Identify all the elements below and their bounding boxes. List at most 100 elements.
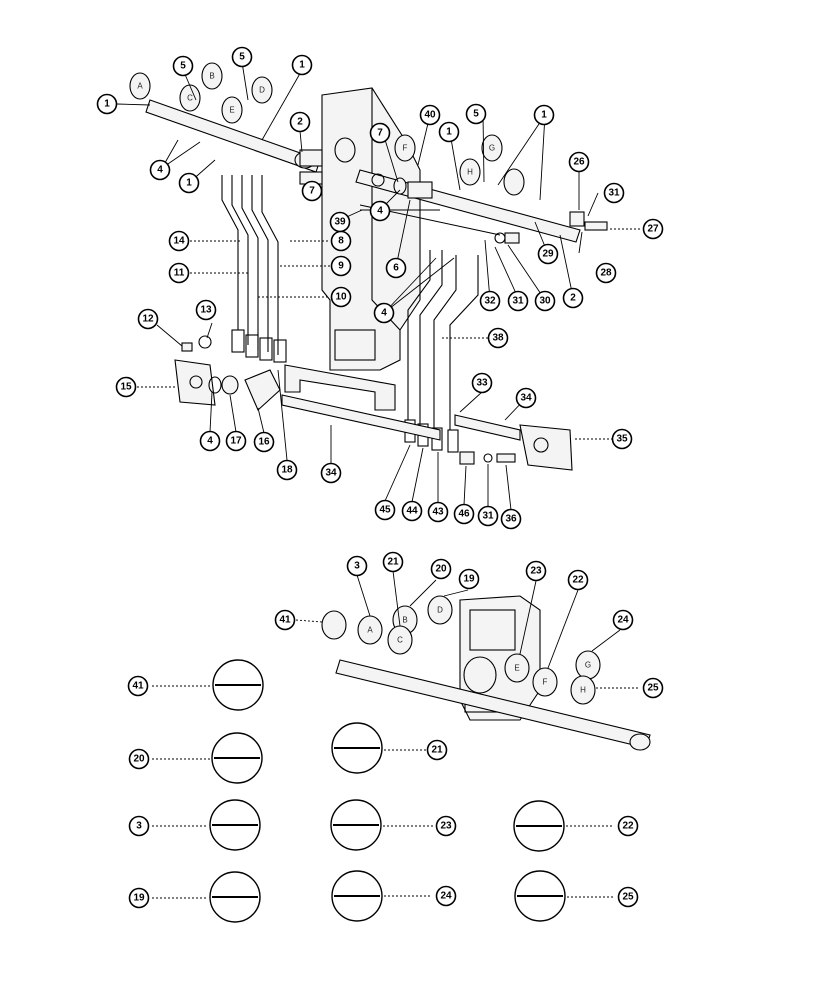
callout-39: 39: [329, 211, 351, 233]
svg-text:43: 43: [432, 507, 444, 518]
svg-text:4: 4: [207, 436, 213, 447]
svg-text:13: 13: [200, 305, 212, 316]
svg-text:19: 19: [463, 574, 475, 585]
callout-4: 4: [373, 302, 395, 324]
svg-text:23: 23: [440, 821, 452, 832]
callout-7: 7: [301, 180, 323, 202]
callout-31: 31: [507, 290, 529, 312]
svg-text:23: 23: [530, 566, 542, 577]
svg-text:4: 4: [157, 165, 163, 176]
svg-text:12: 12: [142, 314, 154, 325]
svg-text:45: 45: [379, 505, 391, 516]
decal-19: [152, 871, 261, 923]
callout-7: 7: [369, 122, 391, 144]
callout-3: 3: [346, 555, 368, 577]
callout-19: 19: [128, 887, 150, 909]
svg-text:1: 1: [446, 127, 452, 138]
knob-letter: E: [514, 664, 519, 673]
knob-letter: A: [137, 82, 143, 91]
svg-text:19: 19: [133, 893, 145, 904]
callout-2: 2: [562, 287, 584, 309]
callout-11: 11: [168, 262, 190, 284]
svg-text:1: 1: [299, 60, 305, 71]
svg-text:30: 30: [539, 296, 551, 307]
decal-3: [152, 799, 261, 851]
decal-41: [152, 659, 264, 711]
knob-letter: H: [467, 168, 473, 177]
callout-1: 1: [178, 172, 200, 194]
callout-20: 20: [430, 558, 452, 580]
svg-text:7: 7: [309, 186, 315, 197]
svg-text:17: 17: [230, 436, 242, 447]
svg-text:31: 31: [512, 296, 524, 307]
svg-text:29: 29: [542, 249, 554, 260]
svg-text:3: 3: [354, 561, 360, 572]
callout-36: 36: [500, 508, 522, 530]
decal-25: [514, 870, 614, 922]
callout-22: 22: [617, 815, 639, 837]
svg-text:5: 5: [239, 52, 245, 63]
callout-28: 28: [595, 262, 617, 284]
callout-19: 19: [458, 568, 480, 590]
callout-27: 27: [642, 218, 664, 240]
callout-40: 40: [419, 104, 441, 126]
callout-24: 24: [612, 609, 634, 631]
callout-31: 31: [477, 505, 499, 527]
callout-16: 16: [253, 431, 275, 453]
callout-5: 5: [172, 55, 194, 77]
knob-letter: E: [229, 106, 234, 115]
svg-text:38: 38: [492, 333, 504, 344]
callout-17: 17: [225, 430, 247, 452]
svg-text:1: 1: [541, 110, 547, 121]
svg-text:21: 21: [387, 557, 399, 568]
callout-1: 1: [291, 54, 313, 76]
callout-26: 26: [568, 151, 590, 173]
callout-12: 12: [137, 308, 159, 330]
callout-23: 23: [435, 815, 457, 837]
callout-21: 21: [426, 739, 448, 761]
svg-text:22: 22: [622, 821, 634, 832]
callout-25: 25: [617, 886, 639, 908]
callouts: 1 5 5 1 4 1 2 7 40 7 1 5 1 26 31 27 28 2…: [96, 46, 664, 909]
svg-text:32: 32: [484, 296, 496, 307]
callout-1: 1: [96, 93, 118, 115]
svg-text:44: 44: [406, 506, 418, 517]
svg-text:10: 10: [335, 292, 347, 303]
svg-text:2: 2: [297, 117, 303, 128]
svg-text:11: 11: [174, 268, 185, 279]
callout-3: 3: [128, 815, 150, 837]
callout-13: 13: [195, 299, 217, 321]
callout-24: 24: [435, 885, 457, 907]
decal-20: [152, 732, 263, 784]
knob-letter: B: [402, 616, 407, 625]
svg-text:20: 20: [133, 754, 145, 765]
svg-text:4: 4: [381, 308, 387, 319]
callout-1: 1: [438, 121, 460, 143]
svg-text:28: 28: [600, 268, 612, 279]
callout-41: 41: [127, 675, 149, 697]
knob-letter: G: [585, 661, 591, 670]
svg-text:39: 39: [334, 217, 346, 228]
left-control-levers: [221, 175, 287, 363]
svg-text:5: 5: [473, 109, 479, 120]
svg-text:36: 36: [505, 514, 517, 525]
callout-2: 2: [289, 111, 311, 133]
callout-35: 35: [611, 428, 633, 450]
callout-14: 14: [168, 230, 190, 252]
svg-text:15: 15: [120, 382, 132, 393]
callout-4: 4: [199, 430, 221, 452]
svg-text:18: 18: [281, 465, 293, 476]
callout-33: 33: [471, 372, 493, 394]
callout-43: 43: [427, 501, 449, 523]
svg-text:8: 8: [338, 236, 344, 247]
left-knobs: A C B E D: [129, 62, 273, 124]
svg-text:27: 27: [647, 224, 659, 235]
knob-letter: B: [209, 72, 214, 81]
svg-text:35: 35: [616, 434, 628, 445]
callout-38: 38: [487, 327, 509, 349]
callout-44: 44: [401, 500, 423, 522]
svg-text:14: 14: [173, 236, 185, 247]
knob-letter: F: [543, 678, 548, 687]
svg-text:41: 41: [132, 681, 144, 692]
